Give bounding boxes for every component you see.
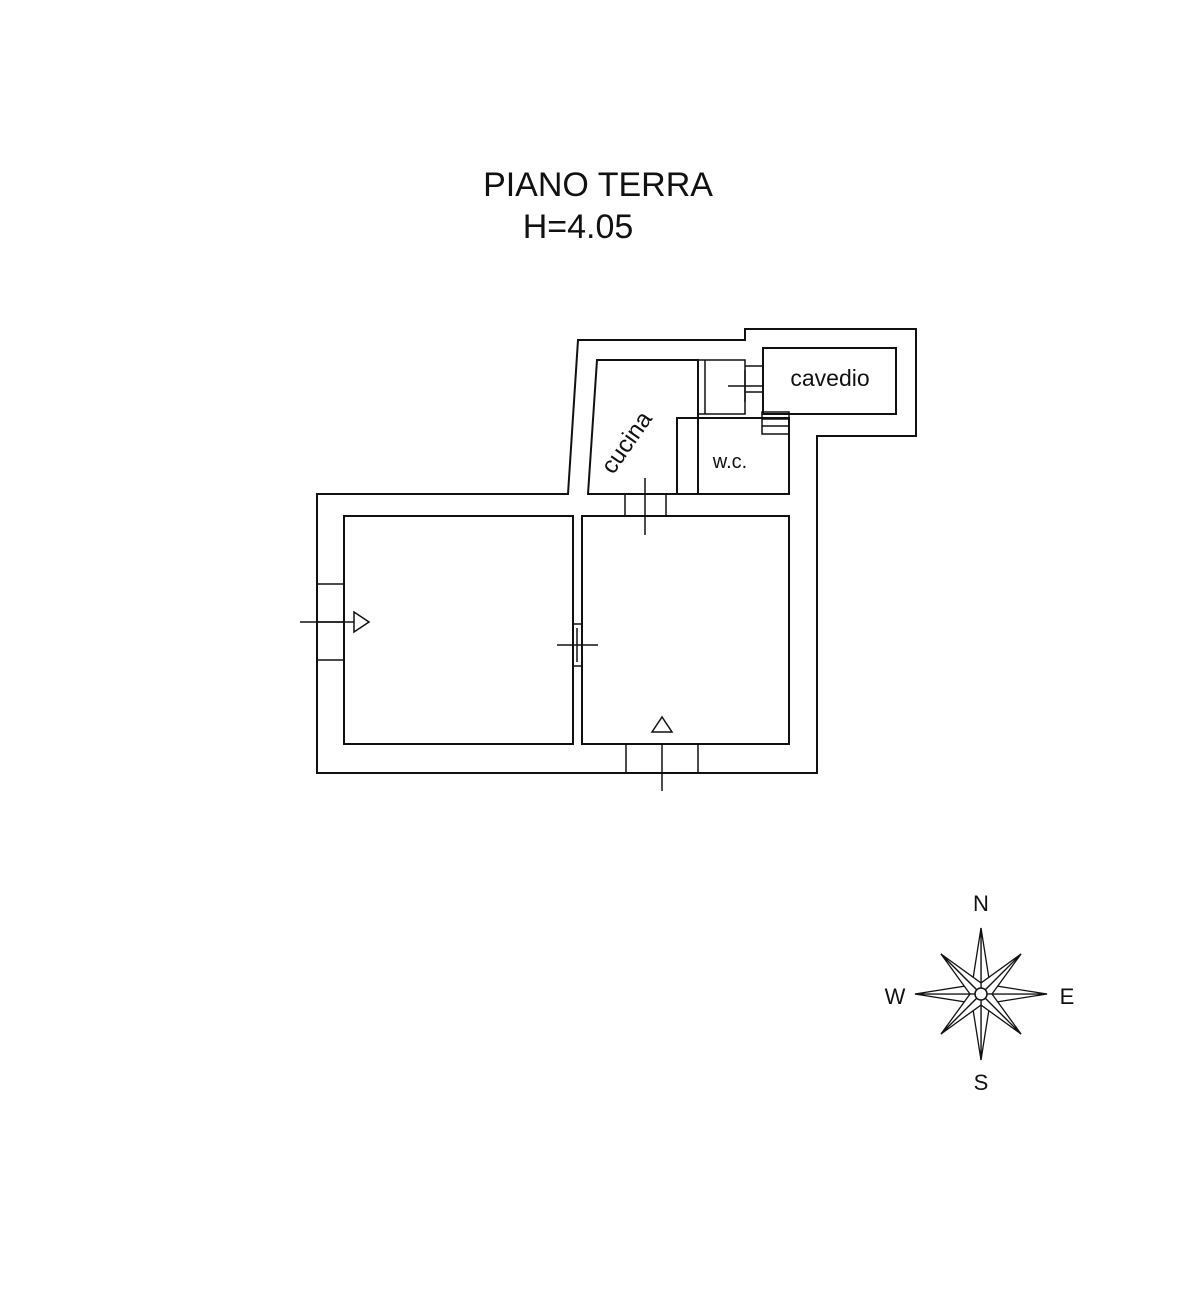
label-cucina: cucina bbox=[596, 406, 658, 479]
door-cavedio bbox=[728, 365, 764, 402]
room-left bbox=[343, 515, 574, 745]
arrow-up-icon bbox=[650, 715, 674, 733]
plan-title: PIANO TERRA bbox=[483, 166, 713, 204]
steps bbox=[761, 411, 790, 435]
compass-west: W bbox=[885, 984, 906, 1009]
label-wc: w.c. bbox=[712, 451, 747, 473]
compass-north: N bbox=[973, 891, 989, 916]
arrow-right-icon bbox=[353, 610, 371, 634]
outer-wall bbox=[316, 328, 917, 774]
room-right bbox=[581, 515, 790, 745]
door-kitchen bbox=[624, 478, 667, 535]
room-cavedio bbox=[762, 347, 897, 415]
height-label: H=4.05 bbox=[523, 208, 634, 246]
compass-east: E bbox=[1060, 984, 1075, 1009]
compass-rose-icon bbox=[914, 927, 1048, 1061]
compass-south: S bbox=[974, 1070, 989, 1095]
entrance-south bbox=[625, 715, 699, 791]
door-internal bbox=[557, 623, 598, 667]
entrance-west bbox=[300, 583, 371, 661]
room-wc bbox=[676, 417, 790, 495]
label-cavedio: cavedio bbox=[790, 365, 869, 391]
